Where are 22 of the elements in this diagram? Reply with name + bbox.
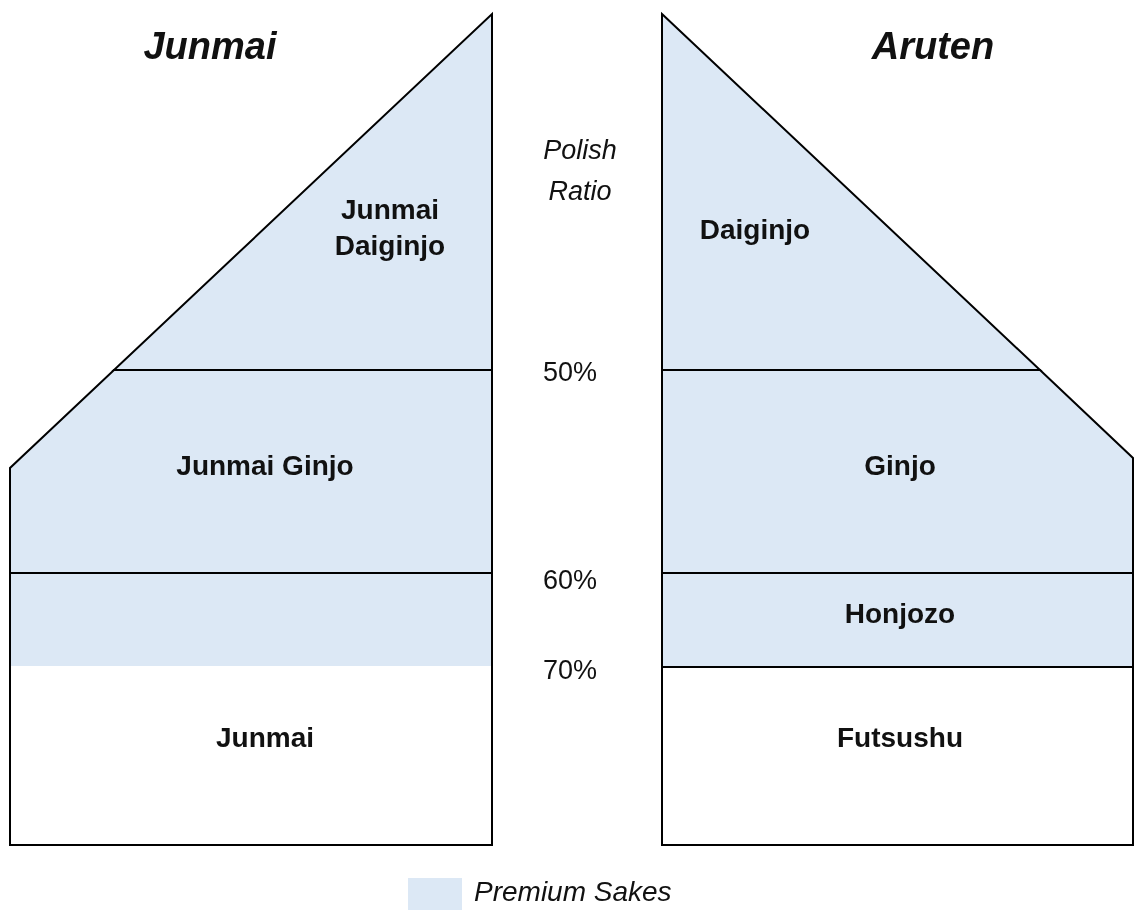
tier-label: Futsushu [836,721,964,755]
tier-band [10,573,492,666]
tier-label: Honjozo [843,597,957,631]
tier-label: Daiginjo [698,213,812,247]
tier-section [662,14,1040,370]
tier-section [662,370,1133,573]
percentage-label: 50% [542,356,597,389]
tier-section [662,573,1133,667]
pyramid-heading: Aruten [871,24,995,69]
tier-section [10,666,492,845]
tier-label: Junmai Daiginjo [333,193,447,264]
axis-title: Polish Ratio [542,134,618,208]
tier-label: Junmai [215,721,315,755]
tier-label: Ginjo [863,449,937,483]
percentage-label: 60% [542,564,597,597]
legend-label: Premium Sakes [474,876,672,908]
tier-section [114,14,492,370]
percentage-label: 70% [542,654,597,687]
tier-section [10,370,492,573]
pyramid-heading: Junmai [143,24,277,69]
tier-section [662,667,1133,845]
tier-label: Junmai Ginjo [175,449,355,483]
